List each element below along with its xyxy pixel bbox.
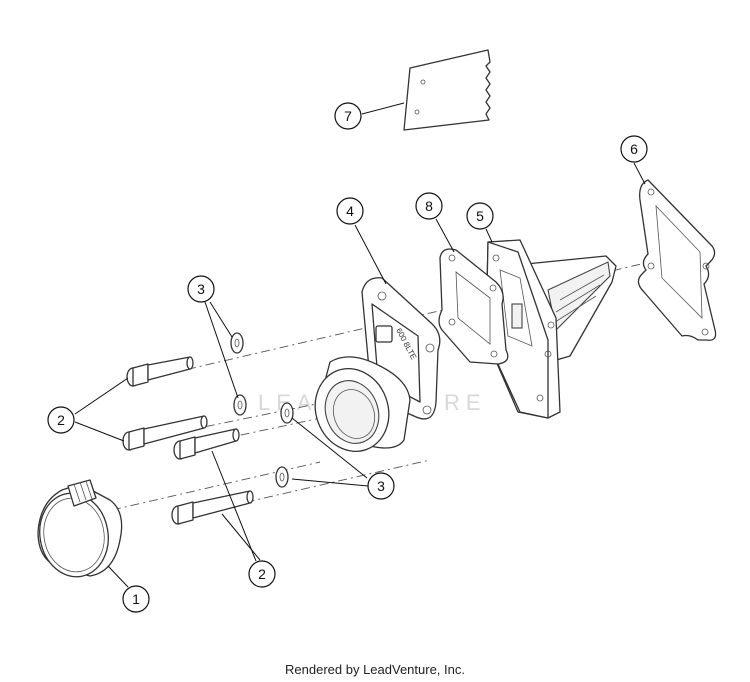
svg-text:1: 1 bbox=[132, 591, 140, 607]
hose-clamp-part bbox=[37, 479, 123, 578]
intake-manifold-part: 600 8LTE bbox=[314, 277, 441, 452]
callout-6: 6 bbox=[620, 135, 648, 163]
callout-3-lower: 3 bbox=[367, 472, 395, 500]
callout-2-lower: 2 bbox=[248, 560, 276, 588]
svg-text:2: 2 bbox=[57, 412, 65, 428]
svg-text:6: 6 bbox=[630, 141, 638, 157]
svg-text:8: 8 bbox=[425, 198, 433, 214]
svg-text:2: 2 bbox=[258, 566, 266, 582]
leader-lines bbox=[74, 102, 646, 588]
callout-5: 5 bbox=[466, 202, 494, 230]
washer-parts bbox=[230, 332, 294, 488]
callout-8: 8 bbox=[415, 192, 443, 220]
callout-1: 1 bbox=[122, 585, 150, 613]
reed-petal-part bbox=[403, 49, 491, 131]
bolt-parts bbox=[122, 356, 254, 525]
callout-7: 7 bbox=[334, 102, 362, 130]
gasket-part bbox=[637, 179, 717, 341]
svg-text:3: 3 bbox=[377, 478, 385, 494]
svg-text:7: 7 bbox=[344, 108, 352, 124]
callout-2-upper: 2 bbox=[47, 406, 75, 434]
svg-text:3: 3 bbox=[197, 281, 205, 297]
reed-gasket-part bbox=[438, 248, 509, 365]
callout-4: 4 bbox=[336, 197, 364, 225]
svg-text:4: 4 bbox=[346, 203, 354, 219]
callout-3-upper: 3 bbox=[187, 275, 215, 303]
footer-credit: Rendered by LeadVenture, Inc. bbox=[285, 662, 465, 677]
svg-text:5: 5 bbox=[476, 208, 484, 224]
reed-valve-block-part bbox=[485, 239, 617, 419]
